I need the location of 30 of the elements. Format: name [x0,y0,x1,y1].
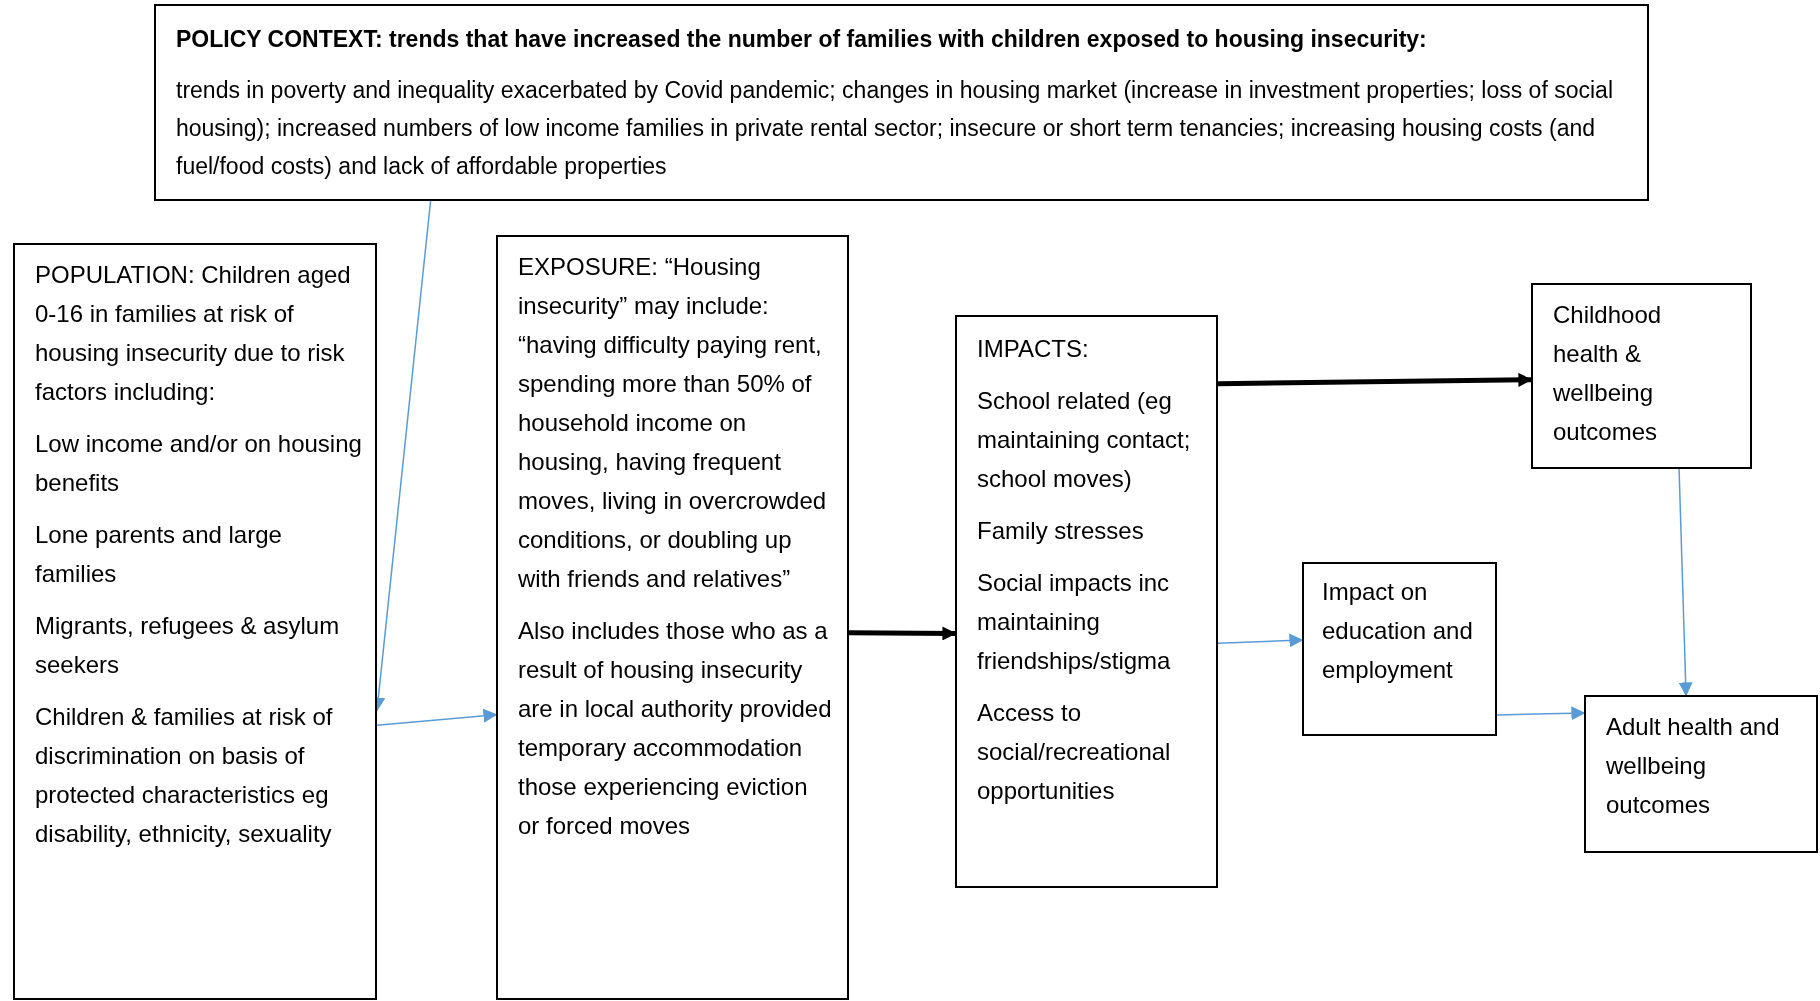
body-text: Children & families at risk of discrimination on basis of protected characteristics eg disability, ethnicity, sexuality [35,702,334,849]
body-text: Lone parents and large families [35,520,283,589]
context-box [154,4,1649,201]
heading-text: POPULATION: Children aged 0-16 in families at risk of housing insecurity due to risk factors including: [35,260,352,407]
heading-text: POLICY CONTEXT: trends that have increased the number of families with children exposed to housing insecurity: [176,25,1428,54]
heading-text: EXPOSURE: “Housing insecurity” may include: “having difficulty paying rent, spending more than 50% of household income on housing, having frequent moves, living in overcrowded conditions, or doubling up with friends and relatives” [518,252,828,594]
arrow [1678,468,1693,697]
arrow [376,708,498,726]
arrow [1217,633,1304,648]
body-text: Family stresses [977,516,1145,546]
arrow [1496,706,1586,721]
impact-box [1302,562,1497,736]
heading-text: IMPACTS: [977,334,1090,364]
arrow [1217,372,1533,387]
body-text: Impact on education and employment [1322,577,1474,685]
exposure-box [496,235,849,1000]
outcome-box [1531,283,1752,469]
body-text: Social impacts inc maintaining friendships/stigma [977,568,1172,676]
impacts-box [955,315,1218,888]
body-text: Adult health and wellbeing outcomes [1606,712,1781,820]
arrow [849,626,957,641]
body-text: Migrants, refugees & asylum seekers [35,611,341,680]
body-text: Low income and/or on housing benefits [35,429,363,498]
body-text: Also includes those who as a result of housing insecurity are in local authority provided temporary accommodation those experiencing eviction or forced moves [518,616,833,841]
body-text: Access to social/recreational opportunities [977,698,1172,806]
population-box [13,243,377,1000]
body-text: School related (eg maintaining contact; school moves) [977,386,1192,494]
body-text: Childhood health & wellbeing outcomes [1553,300,1663,447]
body-text: trends in poverty and inequality exacerbated by Covid pandemic; changes in housing market (increase in investment properties; loss of social housing); increased numbers of low income families in private rental sector; insecure or short term tenancies; increasing housing costs (and fuel/food costs) and lack of affordable properties [176,76,1614,181]
outcome-box [1584,695,1818,853]
